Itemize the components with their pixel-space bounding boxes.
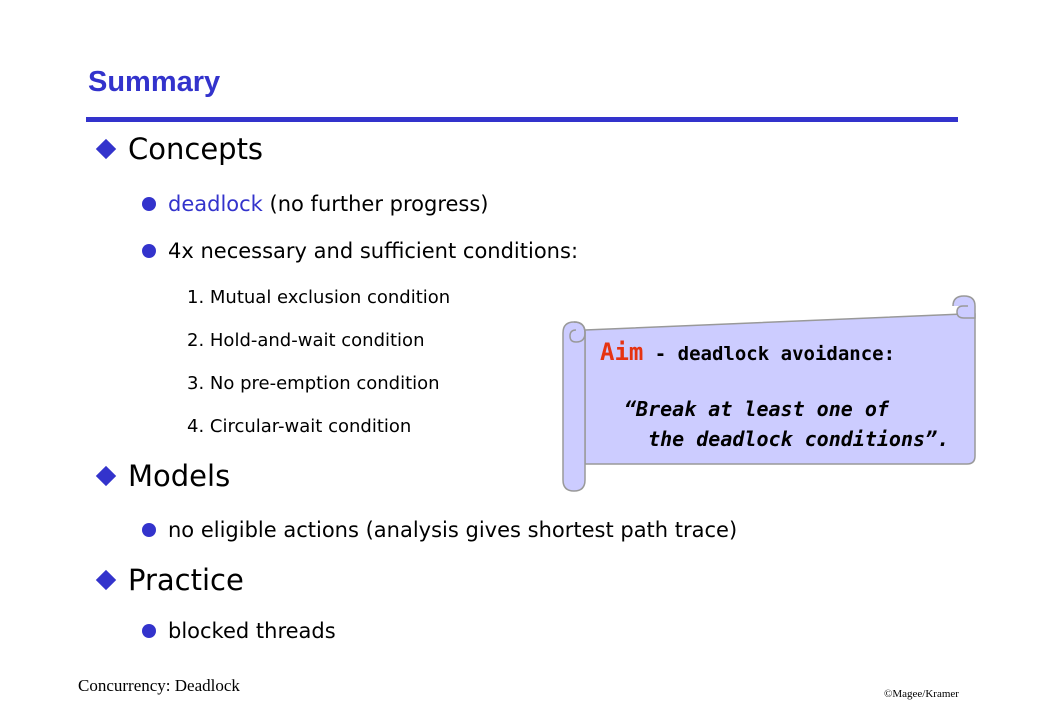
deadlock-term: deadlock [168,192,263,216]
condition-item: 4. Circular-wait condition [187,416,412,437]
condition-item: 3. No pre-emption condition [187,373,440,394]
aim-quote: “Break at least one of the deadlock cond… [624,394,949,454]
quote-line: “Break at least one of [624,397,889,421]
aim-rest: - deadlock avoidance: [643,343,896,365]
footer-copyright: ©Magee/Kramer [884,688,959,700]
slide-title: Summary [88,66,221,98]
condition-item: 1. Mutual exclusion condition [187,287,451,308]
dot-bullet-icon [142,624,156,638]
aim-word: Aim [600,338,644,366]
concept-conditions: 4x necessary and sufficient conditions: [142,239,578,263]
title-rule [86,117,958,122]
condition-item: 2. Hold-and-wait condition [187,330,425,351]
section-practice: Practice [95,563,244,597]
practice-text: blocked threads [168,619,336,643]
practice-item: blocked threads [142,619,336,643]
section-concepts: Concepts [95,132,264,166]
dot-bullet-icon [142,523,156,537]
footer-course: Concurrency: Deadlock [78,676,240,695]
aim-line: Aim - deadlock avoidance: [600,338,895,366]
concept-deadlock: deadlock (no further progress) [142,192,489,216]
section-heading: Concepts [128,132,264,166]
models-item: no eligible actions (analysis gives shor… [142,518,737,542]
section-models: Models [95,459,231,493]
quote-line: the deadlock conditions”. [624,427,950,451]
dot-bullet-icon [142,197,156,211]
dot-bullet-icon [142,244,156,258]
models-text: no eligible actions (analysis gives shor… [168,518,738,542]
section-heading: Models [128,459,231,493]
conditions-intro: 4x necessary and sufficient conditions: [168,239,579,263]
section-heading: Practice [128,563,244,597]
deadlock-desc: (no further progress) [262,192,489,216]
